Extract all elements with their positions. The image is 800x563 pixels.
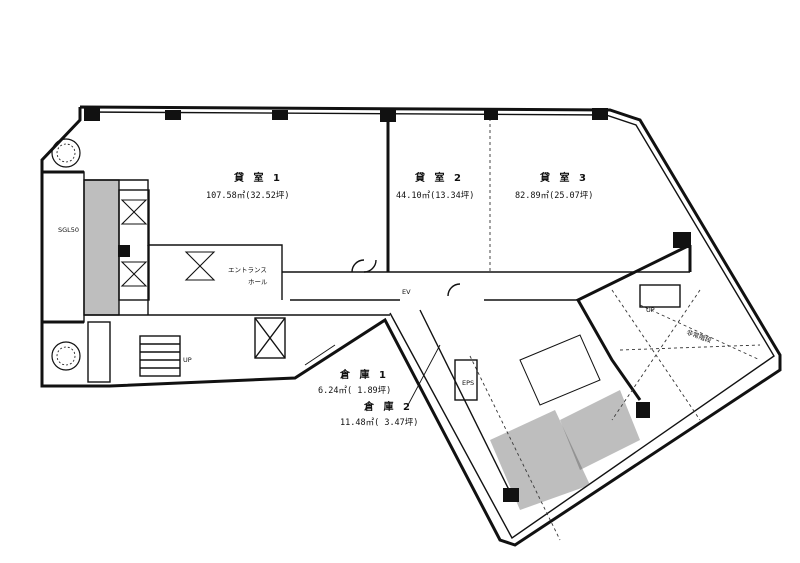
- room2-name: 貸 室 2: [414, 171, 464, 184]
- room2-area: 44.10㎡(13.34坪): [396, 191, 474, 201]
- room3-area: 82.89㎡(25.07坪): [515, 191, 593, 201]
- corridor: EV: [254, 288, 411, 359]
- stair-left: UP: [87, 321, 192, 383]
- stairs-note: 非常階段: [685, 327, 713, 345]
- ev-label: EV: [402, 288, 411, 296]
- room1-name: 貸 室 1: [233, 171, 283, 184]
- up-label-left: UP: [183, 356, 192, 364]
- tree-icon-top: [51, 138, 81, 168]
- sgl-label: SGL50: [58, 226, 79, 234]
- room3-name: 貸 室 3: [539, 171, 589, 184]
- room1-area: 107.58㎡(32.52坪): [206, 191, 290, 201]
- up-label-right: UP: [646, 306, 655, 314]
- angled-wing: EPS: [419, 309, 640, 541]
- storage1-area: 6.24㎡( 1.89坪): [318, 386, 391, 396]
- entrance-label: エントランス: [228, 266, 267, 274]
- hall-label: ホール: [248, 278, 268, 286]
- storage2-area: 11.48㎡( 3.47坪): [340, 418, 418, 428]
- room1-walls: [84, 107, 290, 316]
- storage1-name: 倉 庫 1: [339, 368, 389, 381]
- tree-icon-bottom: [51, 341, 81, 371]
- left-core: SGL50: [41, 138, 120, 371]
- eps-label: EPS: [462, 379, 474, 387]
- outer-walls: [40, 105, 782, 547]
- storage2-name: 倉 庫 2: [363, 400, 413, 413]
- room2-room3-walls: [282, 108, 692, 297]
